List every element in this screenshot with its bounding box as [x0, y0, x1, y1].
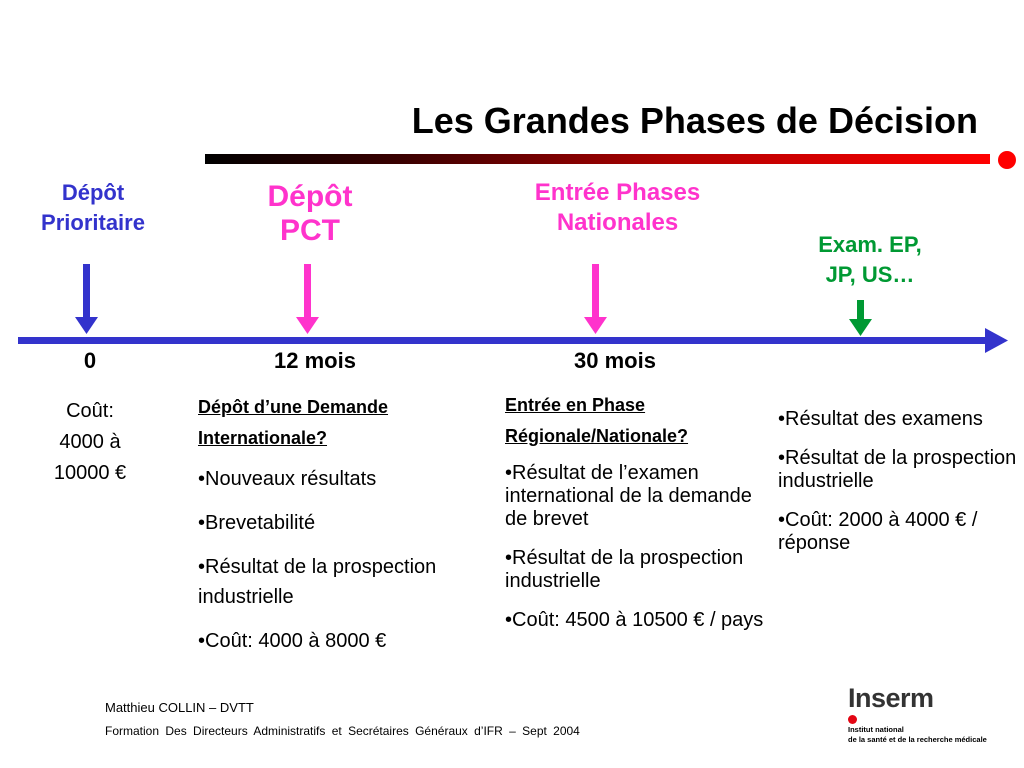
list-item: •Nouveaux résultats — [198, 468, 377, 490]
column-phases-nationales: Entrée en Phase Régionale/Nationale? •Ré… — [505, 390, 770, 648]
milestone-label-line: Dépôt — [267, 180, 353, 213]
column-heading: Dépôt d’une Demande Internationale? — [198, 392, 478, 454]
column-exam: •Résultat des examens •Résultat de la pr… — [778, 408, 1018, 571]
timeline-arrowhead — [985, 328, 1008, 353]
column-heading: Entrée en Phase Régionale/Nationale? — [505, 390, 770, 452]
text-line: 10000 € — [53, 462, 127, 484]
logo-subtitle-line: de la santé et de la recherche médicale — [848, 735, 987, 744]
list-item: •Résultat de la prospection industrielle — [198, 556, 437, 608]
milestone-label-line: Dépôt — [61, 180, 125, 205]
arrow-depot-pct — [296, 264, 319, 334]
heading-line: Dépôt d’une Demande — [198, 397, 389, 417]
milestone-label-line: PCT — [280, 214, 340, 247]
list-item: •Résultat de l’examen international de l… — [505, 462, 752, 530]
footer-event: Formation Des Directeurs Administratifs … — [105, 724, 580, 738]
text-line: Coût: — [66, 400, 114, 422]
logo-red-dot — [848, 715, 857, 724]
footer-author: Matthieu COLLIN – DVTT — [105, 700, 254, 715]
list-item: •Résultat des examens — [778, 408, 983, 430]
arrow-exam — [849, 300, 872, 336]
page-title: Les Grandes Phases de Décision — [411, 100, 978, 141]
list-item: •Résultat de la prospection industrielle — [778, 447, 1017, 492]
milestone-depot-prioritaire: Dépôt Prioritaire — [18, 178, 168, 238]
timeline-tick-30-mois: 30 mois — [574, 348, 656, 373]
cost-priority-filing: Coût: 4000 à 10000 € — [20, 396, 160, 489]
list-item: •Coût: 4500 à 10500 € / pays — [505, 609, 764, 631]
timeline-axis — [18, 337, 990, 344]
text-line: 4000 à — [59, 431, 121, 453]
list-item: •Brevetabilité — [198, 512, 316, 534]
title-underline-bar — [205, 154, 990, 164]
milestone-label-line: Entrée Phases — [534, 179, 701, 206]
inserm-logo: Inserm Institut national de la santé et … — [848, 683, 1008, 744]
milestone-label-line: JP, US… — [825, 262, 915, 287]
heading-line: Internationale? — [198, 428, 328, 448]
title-bullet-dot — [998, 151, 1016, 169]
arrow-entree-phases — [584, 264, 607, 334]
milestone-exam: Exam. EP, JP, US… — [785, 230, 955, 290]
milestone-label-line: Nationales — [556, 209, 679, 236]
list-item: •Coût: 2000 à 4000 € / réponse — [778, 509, 978, 554]
timeline-tick-12-mois: 12 mois — [274, 348, 356, 373]
logo-subtitle-line: Institut national — [848, 725, 904, 734]
heading-line: Entrée en Phase — [505, 395, 646, 415]
column-pct: Dépôt d’une Demande Internationale? •Nou… — [198, 392, 478, 670]
timeline-tick-0: 0 — [83, 348, 97, 373]
heading-line: Régionale/Nationale? — [505, 426, 689, 446]
logo-wordmark: Inserm — [848, 683, 934, 713]
milestone-label-line: Prioritaire — [41, 210, 145, 235]
milestone-entree-phases-nationales: Entrée Phases Nationales — [495, 178, 740, 238]
milestone-label-line: Exam. EP, — [818, 232, 922, 257]
timeline-diagram — [18, 264, 1008, 353]
list-item: •Résultat de la prospection industrielle — [505, 547, 744, 592]
milestone-depot-pct: Dépôt PCT — [240, 180, 380, 248]
arrow-depot-prioritaire — [75, 264, 98, 334]
list-item: •Coût: 4000 à 8000 € — [198, 630, 387, 652]
